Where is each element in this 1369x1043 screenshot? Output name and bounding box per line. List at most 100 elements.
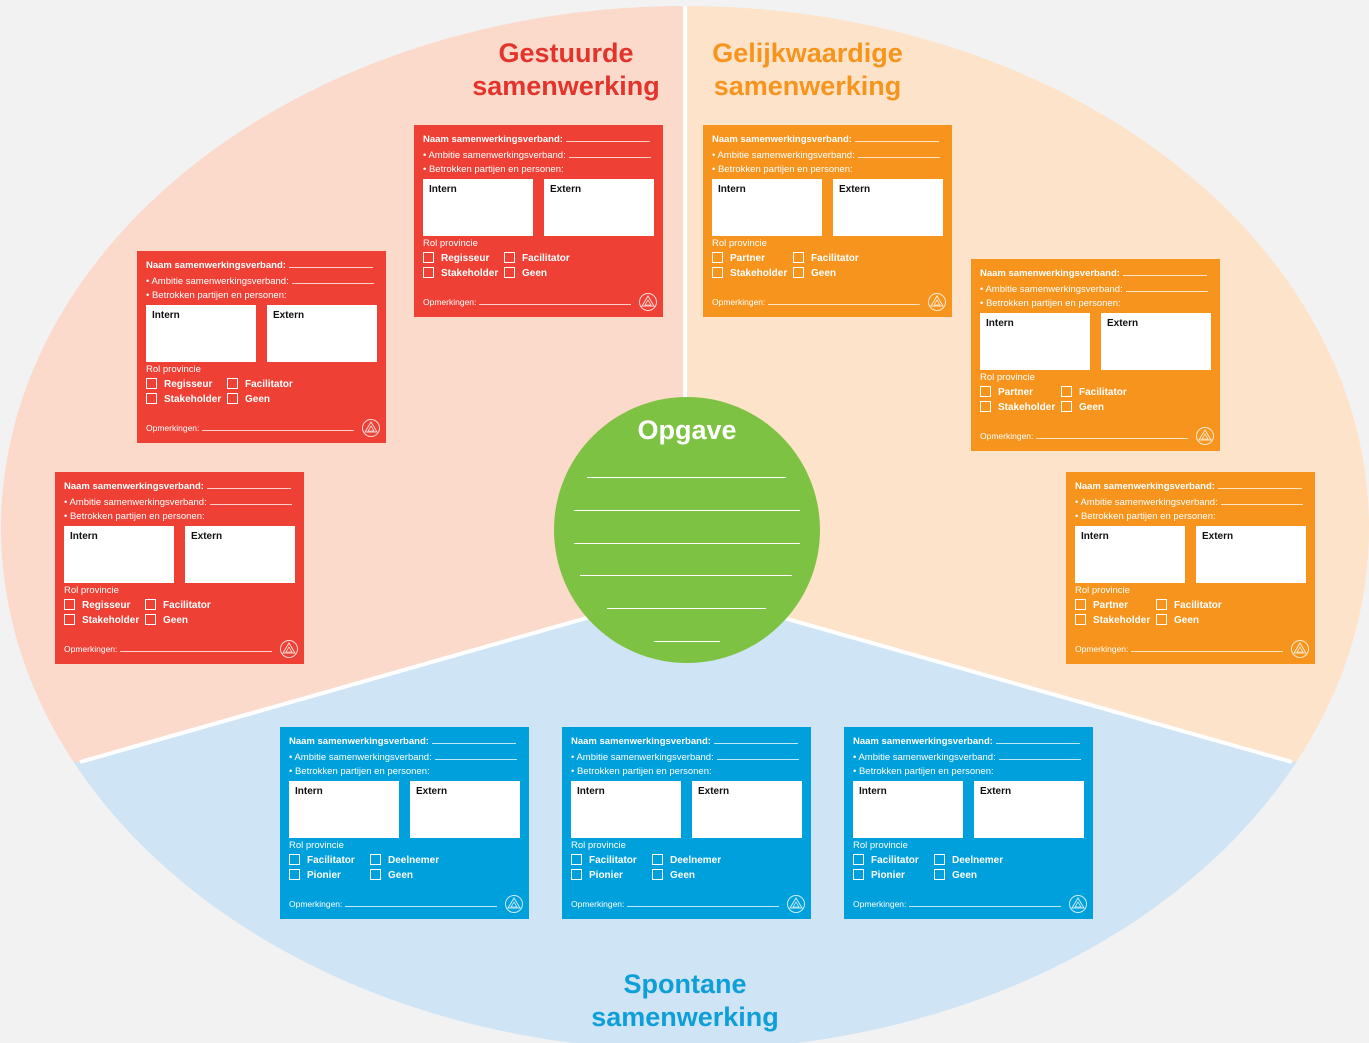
- checkbox[interactable]: [289, 869, 300, 880]
- checkbox[interactable]: [64, 614, 75, 625]
- checkbox[interactable]: [712, 252, 723, 263]
- intern-box[interactable]: Intern: [1075, 526, 1185, 583]
- checkbox[interactable]: [145, 599, 156, 610]
- ambitie-field[interactable]: • Ambitie samenwerkingsverband:: [423, 149, 654, 161]
- extern-box[interactable]: Extern: [692, 781, 802, 838]
- opmerkingen-field[interactable]: Opmerkingen:: [64, 644, 273, 654]
- role-checkbox[interactable]: Deelnemer: [652, 854, 721, 866]
- opmerkingen-field[interactable]: Opmerkingen:: [712, 297, 921, 307]
- extern-box[interactable]: Extern: [267, 305, 377, 362]
- intern-box[interactable]: Intern: [64, 526, 174, 583]
- naam-field[interactable]: Naam samenwerkingsverband:: [289, 735, 520, 747]
- role-checkbox[interactable]: Stakeholder: [146, 393, 221, 405]
- role-checkbox[interactable]: Geen: [145, 614, 188, 626]
- opmerkingen-field[interactable]: Opmerkingen:: [853, 899, 1062, 909]
- checkbox[interactable]: [146, 378, 157, 389]
- role-checkbox[interactable]: Facilitator: [793, 252, 859, 264]
- checkbox[interactable]: [145, 614, 156, 625]
- checkbox[interactable]: [1156, 614, 1167, 625]
- naam-field[interactable]: Naam samenwerkingsverband:: [712, 133, 943, 145]
- role-checkbox[interactable]: Facilitator: [145, 599, 211, 611]
- checkbox[interactable]: [289, 854, 300, 865]
- checkbox[interactable]: [712, 267, 723, 278]
- ambitie-field[interactable]: • Ambitie samenwerkingsverband:: [980, 283, 1211, 295]
- intern-box[interactable]: Intern: [289, 781, 399, 838]
- opmerkingen-field[interactable]: Opmerkingen:: [571, 899, 780, 909]
- opmerkingen-field[interactable]: Opmerkingen:: [1075, 644, 1284, 654]
- checkbox[interactable]: [370, 854, 381, 865]
- ambitie-field[interactable]: • Ambitie samenwerkingsverband:: [571, 751, 802, 763]
- role-checkbox[interactable]: Facilitator: [289, 854, 355, 866]
- opgave-line[interactable]: [654, 641, 720, 642]
- role-checkbox[interactable]: Geen: [934, 869, 977, 881]
- role-checkbox[interactable]: Geen: [793, 267, 836, 279]
- checkbox[interactable]: [853, 869, 864, 880]
- checkbox[interactable]: [793, 252, 804, 263]
- naam-field[interactable]: Naam samenwerkingsverband:: [1075, 480, 1306, 492]
- role-checkbox[interactable]: Facilitator: [504, 252, 570, 264]
- checkbox[interactable]: [227, 378, 238, 389]
- ambitie-field[interactable]: • Ambitie samenwerkingsverband:: [146, 275, 377, 287]
- checkbox[interactable]: [1061, 386, 1072, 397]
- role-checkbox[interactable]: Stakeholder: [712, 267, 787, 279]
- extern-box[interactable]: Extern: [185, 526, 295, 583]
- role-checkbox[interactable]: Geen: [370, 869, 413, 881]
- extern-box[interactable]: Extern: [1101, 313, 1211, 370]
- opgave-line[interactable]: [574, 510, 800, 511]
- role-checkbox[interactable]: Facilitator: [1156, 599, 1222, 611]
- checkbox[interactable]: [980, 401, 991, 412]
- ambitie-field[interactable]: • Ambitie samenwerkingsverband:: [289, 751, 520, 763]
- intern-box[interactable]: Intern: [146, 305, 256, 362]
- role-checkbox[interactable]: Deelnemer: [934, 854, 1003, 866]
- naam-field[interactable]: Naam samenwerkingsverband:: [146, 259, 377, 271]
- checkbox[interactable]: [423, 267, 434, 278]
- checkbox[interactable]: [853, 854, 864, 865]
- role-checkbox[interactable]: Pionier: [571, 869, 623, 881]
- checkbox[interactable]: [1156, 599, 1167, 610]
- role-checkbox[interactable]: Partner: [1075, 599, 1128, 611]
- role-checkbox[interactable]: Geen: [652, 869, 695, 881]
- checkbox[interactable]: [423, 252, 434, 263]
- role-checkbox[interactable]: Stakeholder: [980, 401, 1055, 413]
- checkbox[interactable]: [571, 869, 582, 880]
- checkbox[interactable]: [1075, 599, 1086, 610]
- naam-field[interactable]: Naam samenwerkingsverband:: [64, 480, 295, 492]
- checkbox[interactable]: [504, 252, 515, 263]
- role-checkbox[interactable]: Regisseur: [423, 252, 489, 264]
- extern-box[interactable]: Extern: [1196, 526, 1306, 583]
- checkbox[interactable]: [146, 393, 157, 404]
- role-checkbox[interactable]: Facilitator: [853, 854, 919, 866]
- role-checkbox[interactable]: Geen: [504, 267, 547, 279]
- role-checkbox[interactable]: Regisseur: [64, 599, 130, 611]
- role-checkbox[interactable]: Partner: [980, 386, 1033, 398]
- intern-box[interactable]: Intern: [980, 313, 1090, 370]
- opmerkingen-field[interactable]: Opmerkingen:: [146, 423, 355, 433]
- intern-box[interactable]: Intern: [853, 781, 963, 838]
- checkbox[interactable]: [934, 869, 945, 880]
- ambitie-field[interactable]: • Ambitie samenwerkingsverband:: [64, 496, 295, 508]
- role-checkbox[interactable]: Stakeholder: [64, 614, 139, 626]
- checkbox[interactable]: [1061, 401, 1072, 412]
- opgave-line[interactable]: [607, 608, 766, 609]
- checkbox[interactable]: [227, 393, 238, 404]
- role-checkbox[interactable]: Regisseur: [146, 378, 212, 390]
- checkbox[interactable]: [793, 267, 804, 278]
- checkbox[interactable]: [504, 267, 515, 278]
- naam-field[interactable]: Naam samenwerkingsverband:: [980, 267, 1211, 279]
- extern-box[interactable]: Extern: [410, 781, 520, 838]
- extern-box[interactable]: Extern: [544, 179, 654, 236]
- checkbox[interactable]: [1075, 614, 1086, 625]
- role-checkbox[interactable]: Stakeholder: [423, 267, 498, 279]
- checkbox[interactable]: [652, 869, 663, 880]
- checkbox[interactable]: [370, 869, 381, 880]
- intern-box[interactable]: Intern: [571, 781, 681, 838]
- naam-field[interactable]: Naam samenwerkingsverband:: [853, 735, 1084, 747]
- extern-box[interactable]: Extern: [833, 179, 943, 236]
- opmerkingen-field[interactable]: Opmerkingen:: [289, 899, 498, 909]
- extern-box[interactable]: Extern: [974, 781, 1084, 838]
- opgave-line[interactable]: [580, 575, 792, 576]
- checkbox[interactable]: [934, 854, 945, 865]
- role-checkbox[interactable]: Geen: [1156, 614, 1199, 626]
- opmerkingen-field[interactable]: Opmerkingen:: [980, 431, 1189, 441]
- role-checkbox[interactable]: Partner: [712, 252, 765, 264]
